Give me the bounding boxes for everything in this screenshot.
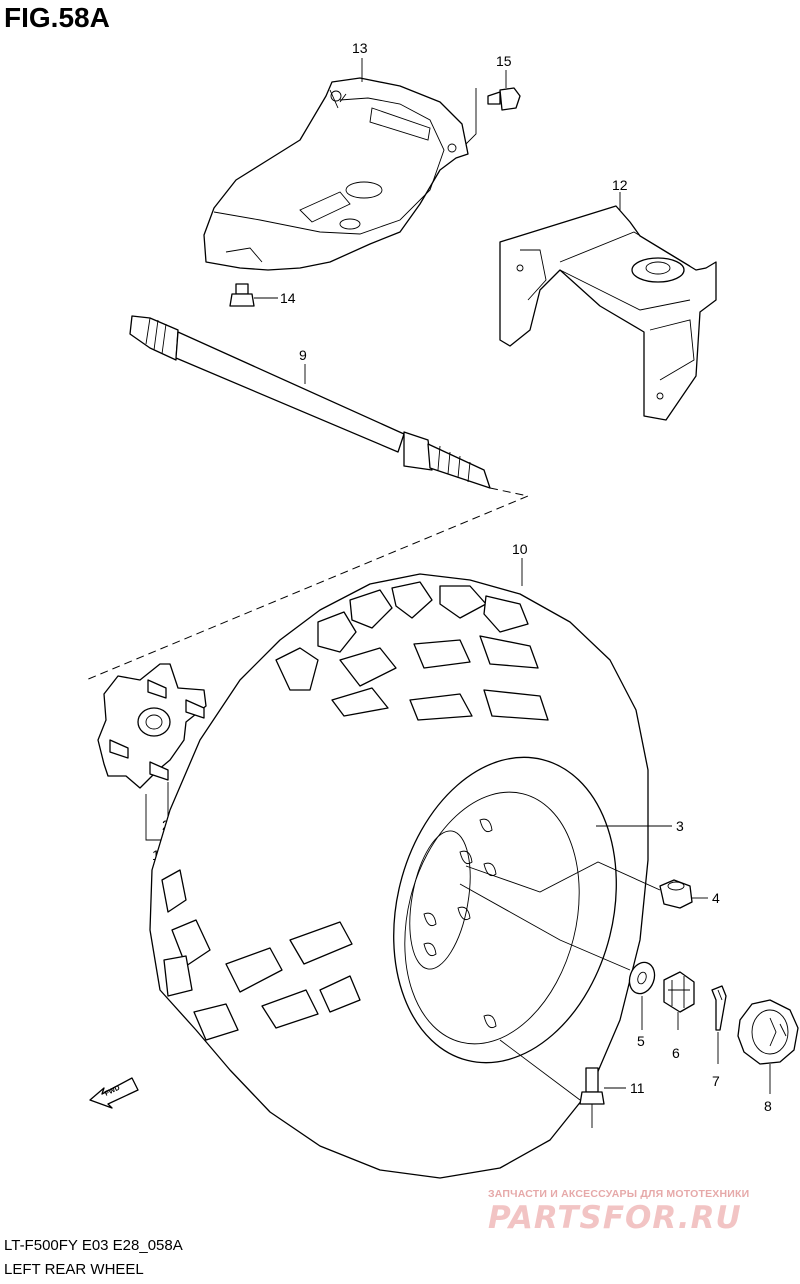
figure-title: FIG.58A [4,2,110,33]
watermark-logo: PARTSFOR.RU [488,1200,742,1236]
fwd-direction-arrow: FWD [89,1077,139,1109]
part-9-axle [129,315,491,489]
part-8-hub-cap [737,999,799,1065]
figure-caption: LEFT REAR WHEEL [4,1261,144,1278]
watermark-tagline: ЗАПЧАСТИ И АКСЕССУАРЫ ДЛЯ МОТОТЕХНИКИ [488,1188,750,1200]
label-6: 6 [672,1045,680,1061]
label-8: 8 [764,1098,772,1114]
label-9: 9 [299,347,307,363]
part-4-wheel-nut [659,879,693,909]
part-1-hub [97,663,207,789]
label-10: 10 [512,541,528,557]
part-13-fender [203,77,469,271]
part-14-bolt [229,283,255,307]
part-11-valve [579,1067,605,1128]
part-12-bracket [499,205,717,421]
label-14: 14 [280,290,296,306]
model-code: LT-F500FY E03 E28_058A [4,1237,183,1254]
label-4: 4 [712,890,720,906]
label-13: 13 [352,40,368,56]
label-3: 3 [676,818,684,834]
part-15-bolt [465,87,521,145]
part-5-washer [628,961,656,995]
label-11: 11 [630,1080,645,1096]
part-10-tire [149,573,649,1179]
part-7-cotter-pin [711,985,727,1031]
label-15: 15 [496,53,512,69]
label-7: 7 [712,1073,720,1089]
part-6-castle-nut [663,971,695,1013]
label-5: 5 [637,1033,645,1049]
label-12: 12 [612,177,628,193]
